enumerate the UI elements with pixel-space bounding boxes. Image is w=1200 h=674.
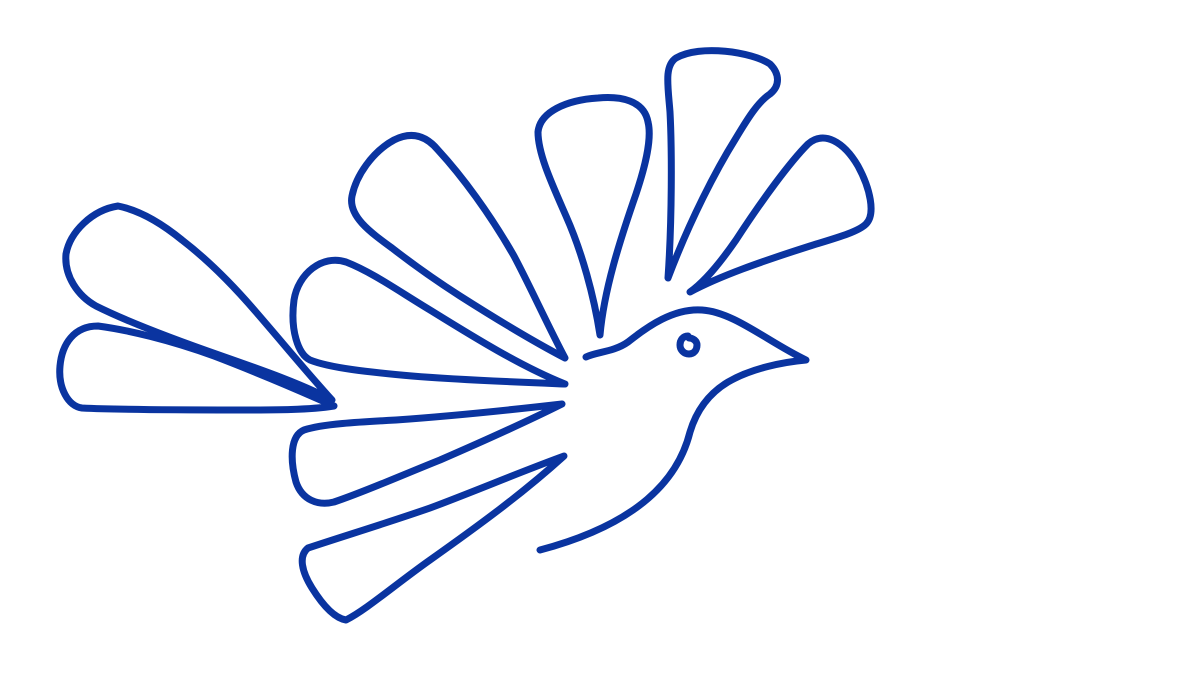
tail-feather-3 [288, 400, 566, 507]
tail-feather-1 [348, 132, 569, 362]
tail-feather-2 [289, 256, 569, 388]
bird-eye [676, 332, 701, 358]
wing-feather-2 [56, 322, 338, 414]
crest-feather-2 [686, 134, 875, 296]
crest-feather-3 [534, 94, 653, 339]
tail-feather-4 [298, 452, 568, 624]
bird-head [536, 306, 810, 554]
crest-feather-1 [664, 47, 781, 282]
